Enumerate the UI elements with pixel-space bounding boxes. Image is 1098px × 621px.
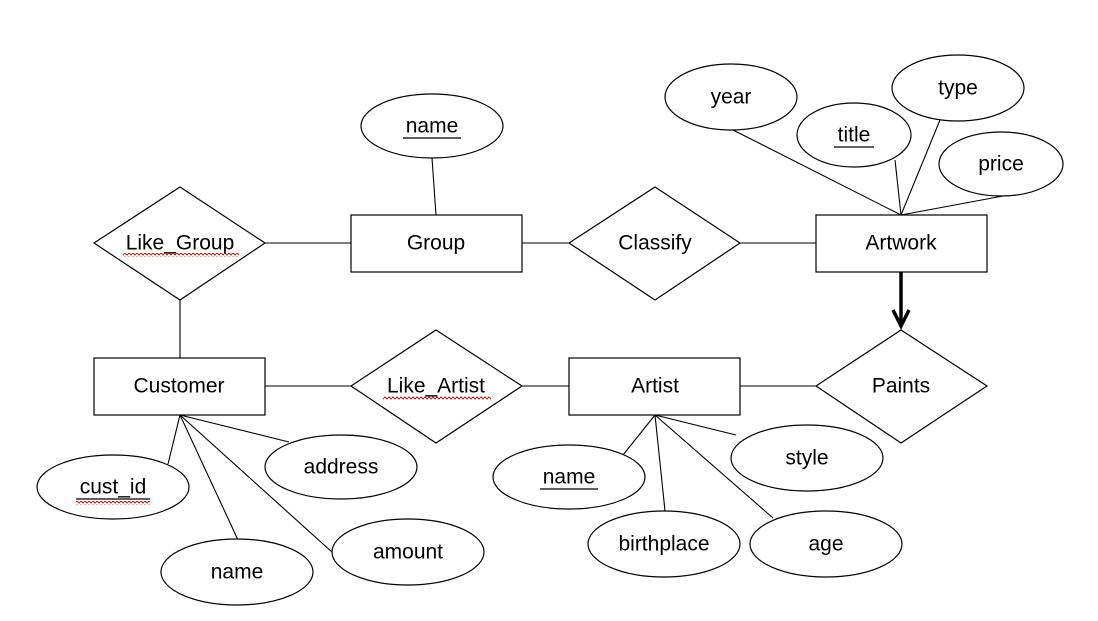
attribute-customer-amount: amount	[331, 518, 485, 586]
attribute-artist-age: age	[749, 510, 903, 578]
relationship-like-group: Like_Group	[92, 186, 267, 301]
line-artwork-year	[732, 129, 902, 216]
attribute-customer-address: address	[264, 434, 418, 500]
line-group-name	[431, 157, 437, 216]
line-customer-address	[179, 414, 290, 443]
attribute-customer-amount-label: amount	[373, 541, 443, 564]
attribute-artwork-type-label: type	[938, 77, 978, 100]
attribute-artwork-year-label: year	[711, 86, 752, 109]
attribute-artwork-type: type	[891, 54, 1025, 122]
relationship-like-group-label: Like_Group	[126, 232, 235, 255]
line-artwork-title	[894, 159, 902, 216]
relationship-paints: Paints	[814, 329, 989, 444]
connection-lines	[167, 119, 1004, 554]
entity-customer: Customer	[93, 357, 266, 416]
spellcheck-underline	[123, 253, 239, 257]
line-customer-name	[179, 414, 239, 541]
attribute-customer-name: name	[160, 538, 314, 606]
relationship-like-artist: Like_Artist	[349, 329, 524, 444]
relationship-like-artist-label: Like_Artist	[387, 375, 485, 398]
relationship-classify-label: Classify	[618, 232, 692, 255]
attribute-artwork-year: year	[664, 63, 798, 131]
line-customer-custid	[167, 414, 181, 465]
attribute-customer-name-label: name	[211, 561, 264, 584]
attribute-artist-name: name	[492, 444, 646, 510]
entity-customer-label: Customer	[133, 375, 224, 398]
attribute-artist-style-label: style	[785, 447, 828, 470]
attribute-customer-cust-id: cust_id	[36, 454, 190, 520]
line-artist-style	[654, 414, 737, 436]
attribute-artwork-price-label: price	[978, 153, 1024, 176]
line-artist-birthplace	[654, 414, 666, 512]
attribute-group-name-label: name	[406, 115, 459, 138]
attribute-customer-cust-id-label: cust_id	[80, 476, 147, 499]
relationship-classify: Classify	[567, 186, 742, 301]
attribute-group-name: name	[360, 93, 504, 159]
attribute-artwork-title: title	[796, 102, 912, 168]
attribute-artist-birthplace-label: birthplace	[618, 533, 709, 556]
attribute-customer-address-label: address	[304, 456, 379, 479]
attribute-artist-birthplace: birthplace	[587, 510, 741, 578]
entity-group-label: Group	[407, 232, 465, 255]
attribute-artist-style: style	[730, 424, 884, 492]
attribute-artwork-price: price	[938, 131, 1064, 197]
spellcheck-underline	[76, 501, 150, 505]
line-artist-name	[622, 414, 656, 456]
attribute-artist-name-label: name	[543, 466, 596, 489]
relationship-paints-label: Paints	[872, 375, 930, 398]
entity-artist-label: Artist	[631, 375, 679, 398]
entity-artist: Artist	[568, 357, 741, 416]
entity-group: Group	[350, 214, 523, 273]
entity-artwork: Artwork	[815, 214, 988, 273]
line-artwork-price	[900, 195, 1004, 216]
attribute-artist-age-label: age	[808, 533, 843, 556]
line-artwork-type	[900, 119, 941, 216]
arrowhead-icon	[891, 309, 911, 330]
line-customer-amount	[179, 414, 334, 554]
entity-artwork-label: Artwork	[865, 232, 937, 255]
line-artist-age	[654, 414, 774, 519]
attribute-artwork-title-label: title	[838, 124, 871, 147]
spellcheck-underline	[383, 396, 491, 400]
